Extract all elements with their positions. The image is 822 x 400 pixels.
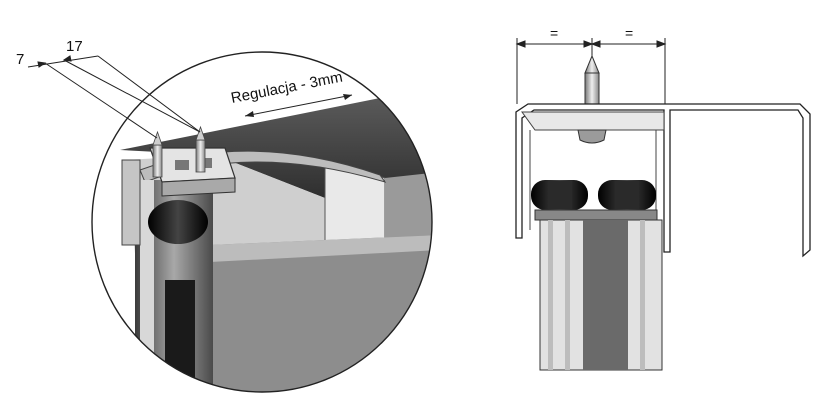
door-profile-line-2 — [565, 220, 570, 370]
post-channel — [165, 280, 195, 392]
section-view: = = — [515, 25, 811, 371]
bracket-slot-left — [175, 160, 189, 170]
detail-view: 7 17 Regulacja - 3mm — [16, 38, 433, 393]
section-pin — [584, 72, 600, 106]
adjustment-pin-right — [195, 139, 206, 173]
dimension-7-label: 7 — [16, 51, 24, 68]
pin-tip-left — [152, 130, 163, 146]
door-profile-line-1 — [548, 220, 553, 370]
wheel-hub-left — [548, 181, 572, 209]
wheel-hub-right — [615, 181, 639, 209]
side-bracket — [121, 159, 141, 246]
post-edge-highlight — [140, 180, 154, 392]
equal-left-label: = — [550, 25, 558, 41]
adjustment-pin-left — [152, 144, 163, 178]
dimension-leaders — [27, 55, 201, 139]
bracket-plate — [149, 147, 236, 183]
axle-plate — [534, 209, 658, 221]
pin-tip-right — [195, 125, 206, 141]
carrier-plate — [521, 111, 665, 131]
bracket-plate-side — [161, 177, 236, 197]
door-profile-center — [583, 220, 628, 370]
equal-dimension — [515, 38, 667, 104]
door-profile-line-3 — [640, 220, 645, 370]
equal-right-label: = — [625, 25, 633, 41]
adjustment-nut — [577, 129, 607, 144]
adjustment-arrow — [244, 94, 353, 117]
detail-circle-outline — [91, 51, 433, 393]
lower-profile-top — [210, 235, 432, 262]
roller-wheel — [148, 200, 208, 244]
dimension-17-label: 17 — [66, 38, 83, 55]
section-pin-tip — [584, 54, 600, 74]
